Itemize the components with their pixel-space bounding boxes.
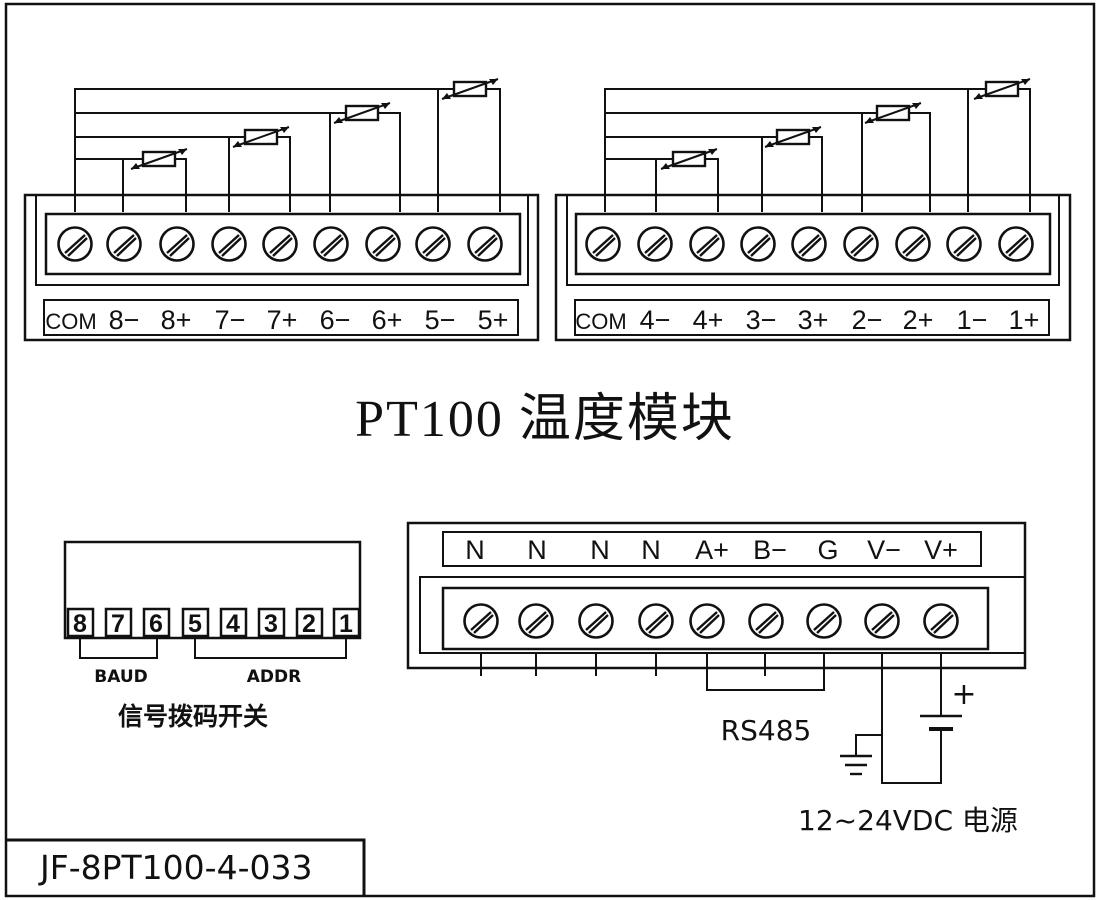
battery-plus-label: +	[951, 677, 976, 712]
left-sensor-wiring	[74, 88, 501, 212]
left-terminal-labels: COM 8− 8+ 7− 7+ 6− 6+ 5− 5+	[45, 305, 508, 335]
screw-icon	[578, 603, 614, 639]
dip-position-label: 7	[111, 610, 125, 638]
screw-icon	[106, 226, 142, 262]
left-terminal-block: COM 8− 8+ 7− 7+ 6− 6+ 5− 5+	[23, 77, 540, 342]
screw-icon	[585, 226, 621, 262]
power-terminal-block: N N N N A+ B− G V− V+	[406, 521, 1027, 837]
right-screw-row	[585, 226, 1034, 262]
terminal-label: 3−	[746, 305, 777, 335]
terminal-label: 7−	[215, 305, 246, 335]
screw-icon	[467, 226, 503, 262]
screw-icon	[365, 226, 401, 262]
screw-icon	[895, 226, 931, 262]
screw-icon	[843, 226, 879, 262]
terminal-label: 6+	[372, 305, 403, 335]
screw-icon	[638, 603, 674, 639]
terminal-label: N	[590, 535, 610, 565]
screw-icon	[211, 226, 247, 262]
terminal-label: A+	[695, 535, 729, 565]
screw-icon	[998, 226, 1034, 262]
battery-icon	[920, 714, 962, 734]
dip-switch-positions: 8 7 6 5 4 3 2 1	[73, 610, 353, 638]
screw-icon	[415, 226, 451, 262]
terminal-label: N	[527, 535, 547, 565]
dip-position-label: 3	[264, 610, 278, 638]
right-terminal-labels: COM 4− 4+ 3− 3+ 2− 2+ 1− 1+	[575, 305, 1039, 335]
terminal-label: 5+	[478, 305, 509, 335]
terminal-label: COM	[45, 309, 96, 334]
terminal-label: 1+	[1009, 305, 1040, 335]
terminal-label: 7+	[267, 305, 298, 335]
screw-icon	[748, 603, 784, 639]
dip-switch-caption: 信号拨码开关	[118, 702, 268, 731]
rs485-label: RS485	[721, 714, 812, 747]
model-number: JF-8PT100-4-033	[38, 848, 312, 887]
screw-icon	[637, 226, 673, 262]
terminal-label: 4+	[693, 305, 724, 335]
terminal-label: N	[465, 535, 485, 565]
right-sensor-wiring	[604, 88, 1031, 212]
dip-position-label: 5	[188, 610, 202, 638]
screw-icon	[518, 603, 554, 639]
model-label-box: JF-8PT100-4-033	[6, 838, 366, 896]
ground-icon	[840, 754, 872, 776]
power-screw-row	[463, 603, 959, 639]
right-terminal-block: COM 4− 4+ 3− 3+ 2− 2+ 1− 1+	[554, 77, 1072, 342]
terminal-label: 8+	[161, 305, 192, 335]
terminal-label: 2+	[903, 305, 934, 335]
terminal-label: 3+	[798, 305, 829, 335]
terminal-label: B−	[753, 535, 787, 565]
terminal-label: 2−	[852, 305, 883, 335]
dip-position-label: 2	[302, 610, 316, 638]
screw-icon	[313, 226, 349, 262]
dip-position-label: 1	[339, 610, 353, 638]
terminal-label: 5−	[425, 305, 456, 335]
screw-icon	[463, 603, 499, 639]
terminal-label: V−	[867, 535, 901, 565]
left-screw-row	[57, 226, 503, 262]
screw-icon	[689, 226, 725, 262]
power-supply-label: 12~24VDC 电源	[798, 804, 1018, 837]
addr-label: ADDR	[247, 667, 301, 687]
screw-icon	[946, 226, 982, 262]
terminal-label: N	[641, 535, 661, 565]
terminal-label: COM	[575, 309, 626, 334]
terminal-label: 4−	[640, 305, 671, 335]
screw-icon	[923, 603, 959, 639]
screw-icon	[806, 603, 842, 639]
screw-icon	[864, 603, 900, 639]
module-title: PT100 温度模块	[355, 391, 735, 448]
terminal-label: 6−	[320, 305, 351, 335]
screw-icon	[57, 226, 93, 262]
baud-label: BAUD	[94, 667, 148, 687]
page-border	[4, 2, 1096, 898]
dip-position-label: 8	[73, 610, 87, 638]
dip-position-label: 4	[226, 610, 240, 638]
screw-icon	[740, 226, 776, 262]
dip-position-label: 6	[149, 610, 163, 638]
terminal-label: G	[817, 535, 838, 565]
screw-icon	[689, 603, 725, 639]
terminal-label: V+	[924, 535, 958, 565]
terminal-label: 8−	[109, 305, 140, 335]
dip-switch: 8 7 6 5 4 3 2 1 BAUD ADDR 信号拨码开关	[63, 540, 362, 731]
screw-icon	[159, 226, 195, 262]
power-terminal-labels: N N N N A+ B− G V− V+	[465, 535, 958, 565]
screw-icon	[791, 226, 827, 262]
terminal-label: 1−	[957, 305, 988, 335]
screw-icon	[262, 226, 298, 262]
